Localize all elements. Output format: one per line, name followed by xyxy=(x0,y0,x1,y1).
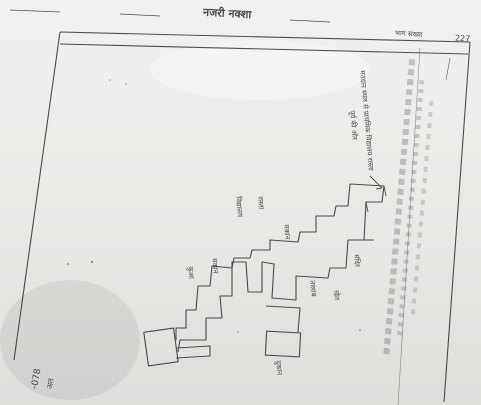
page-inner-right-2 xyxy=(445,57,451,81)
page-inner-right xyxy=(397,47,421,405)
page-border-top xyxy=(59,31,471,43)
connector-left xyxy=(175,345,211,359)
road-outline-outer xyxy=(177,183,385,353)
arrow xyxy=(369,175,383,190)
page-border-left xyxy=(13,31,61,361)
page-border-top-inner xyxy=(59,43,469,55)
building-left xyxy=(143,327,179,367)
road-outline-inner xyxy=(175,183,351,340)
building-center xyxy=(264,330,302,358)
page-border-right xyxy=(443,41,471,403)
connector-center xyxy=(265,305,301,333)
